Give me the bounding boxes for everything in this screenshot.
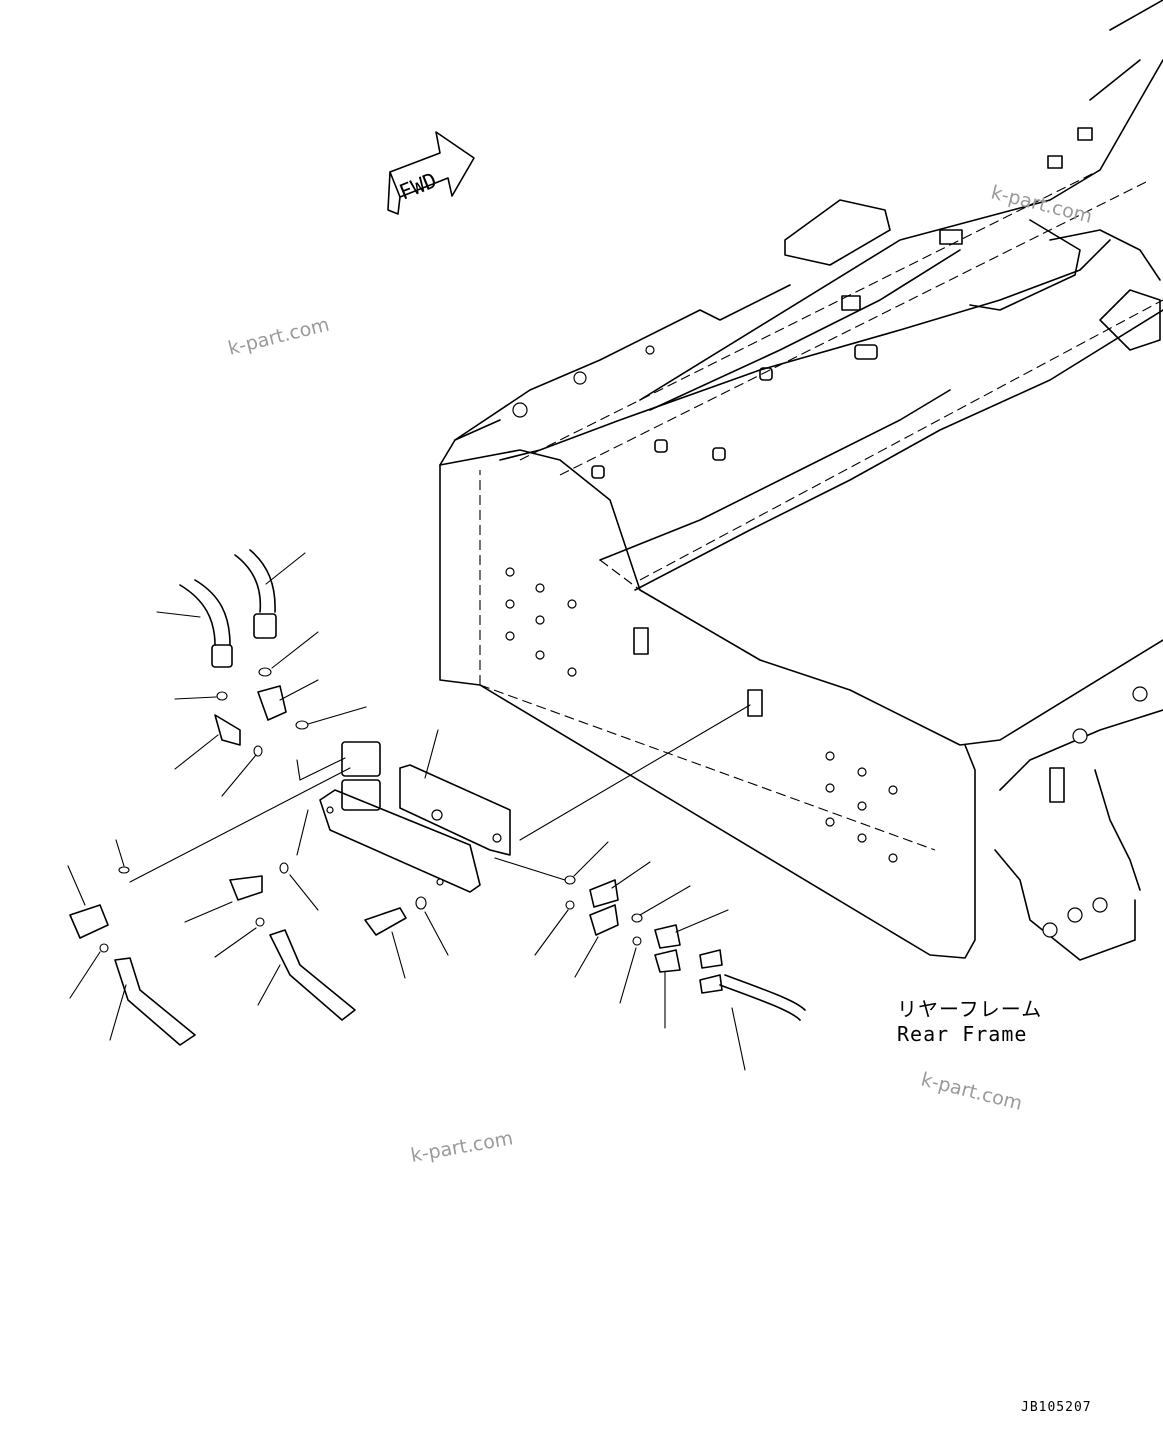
rear-frame-label-japanese: リヤーフレーム [897,997,1043,1021]
leader-lines [67,552,751,1071]
rear-frame [439,0,1163,961]
watermark-2: k-part.com [989,182,1095,228]
rear-frame-label-english: Rear Frame [897,1022,1028,1046]
mounting-bracket [319,741,511,893]
watermark-3: k-part.com [409,1127,515,1167]
watermark-4: k-part.com [919,1069,1025,1115]
fwd-arrow-icon [387,131,475,215]
drawing-code: JB105207 [1021,1400,1092,1415]
watermark-1: k-part.com [226,313,332,359]
fwd-arrow-label: FWD [396,168,440,204]
hose-fittings [69,549,806,1046]
